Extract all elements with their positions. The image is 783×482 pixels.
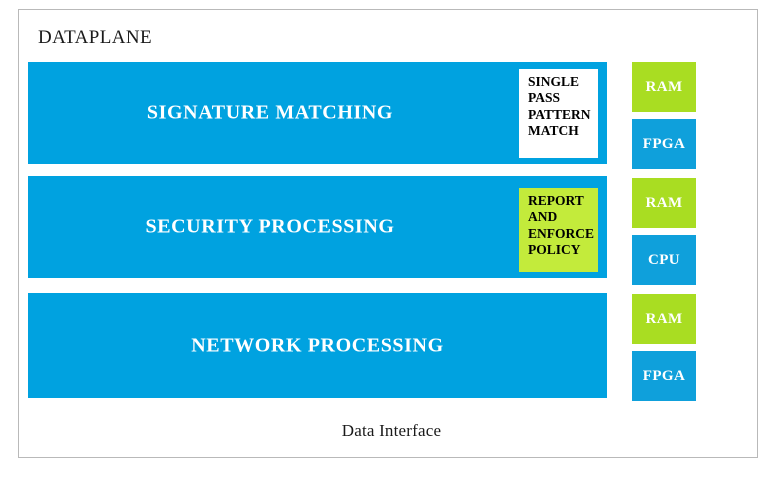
note-line: ENFORCE <box>528 225 595 241</box>
band-signature-matching[interactable]: SIGNATURE MATCHING SINGLE PASS PATTERN M… <box>28 62 607 164</box>
chip-ram-3[interactable]: RAM <box>632 294 696 344</box>
note-line: PASS <box>528 90 561 106</box>
note-single-pass-pattern-match: SINGLE PASS PATTERN MATCH <box>519 69 598 158</box>
note-line: AND <box>528 209 558 225</box>
chip-ram-2[interactable]: RAM <box>632 178 696 228</box>
note-line: PATTERN <box>528 106 591 122</box>
chip-cpu-1[interactable]: CPU <box>632 235 696 285</box>
band-security-processing[interactable]: SECURITY PROCESSING REPORT AND ENFORCE P… <box>28 176 607 278</box>
chip-fpga-1[interactable]: FPGA <box>632 119 696 169</box>
note-line: POLICY <box>528 242 581 258</box>
page-title: DATAPLANE <box>38 27 152 48</box>
band-label: NETWORK PROCESSING <box>191 334 444 356</box>
band-network-processing[interactable]: NETWORK PROCESSING <box>28 293 607 398</box>
chip-ram-1[interactable]: RAM <box>632 62 696 112</box>
band-label: SIGNATURE MATCHING <box>146 101 394 124</box>
data-interface-label: Data Interface <box>341 421 442 440</box>
band-label: SECURITY PROCESSING <box>145 215 395 238</box>
note-report-and-enforce-policy: REPORT AND ENFORCE POLICY <box>519 188 598 272</box>
chip-fpga-2[interactable]: FPGA <box>632 351 696 401</box>
note-line: SINGLE <box>528 74 580 89</box>
note-line: MATCH <box>528 123 579 139</box>
note-line: REPORT <box>528 193 584 208</box>
